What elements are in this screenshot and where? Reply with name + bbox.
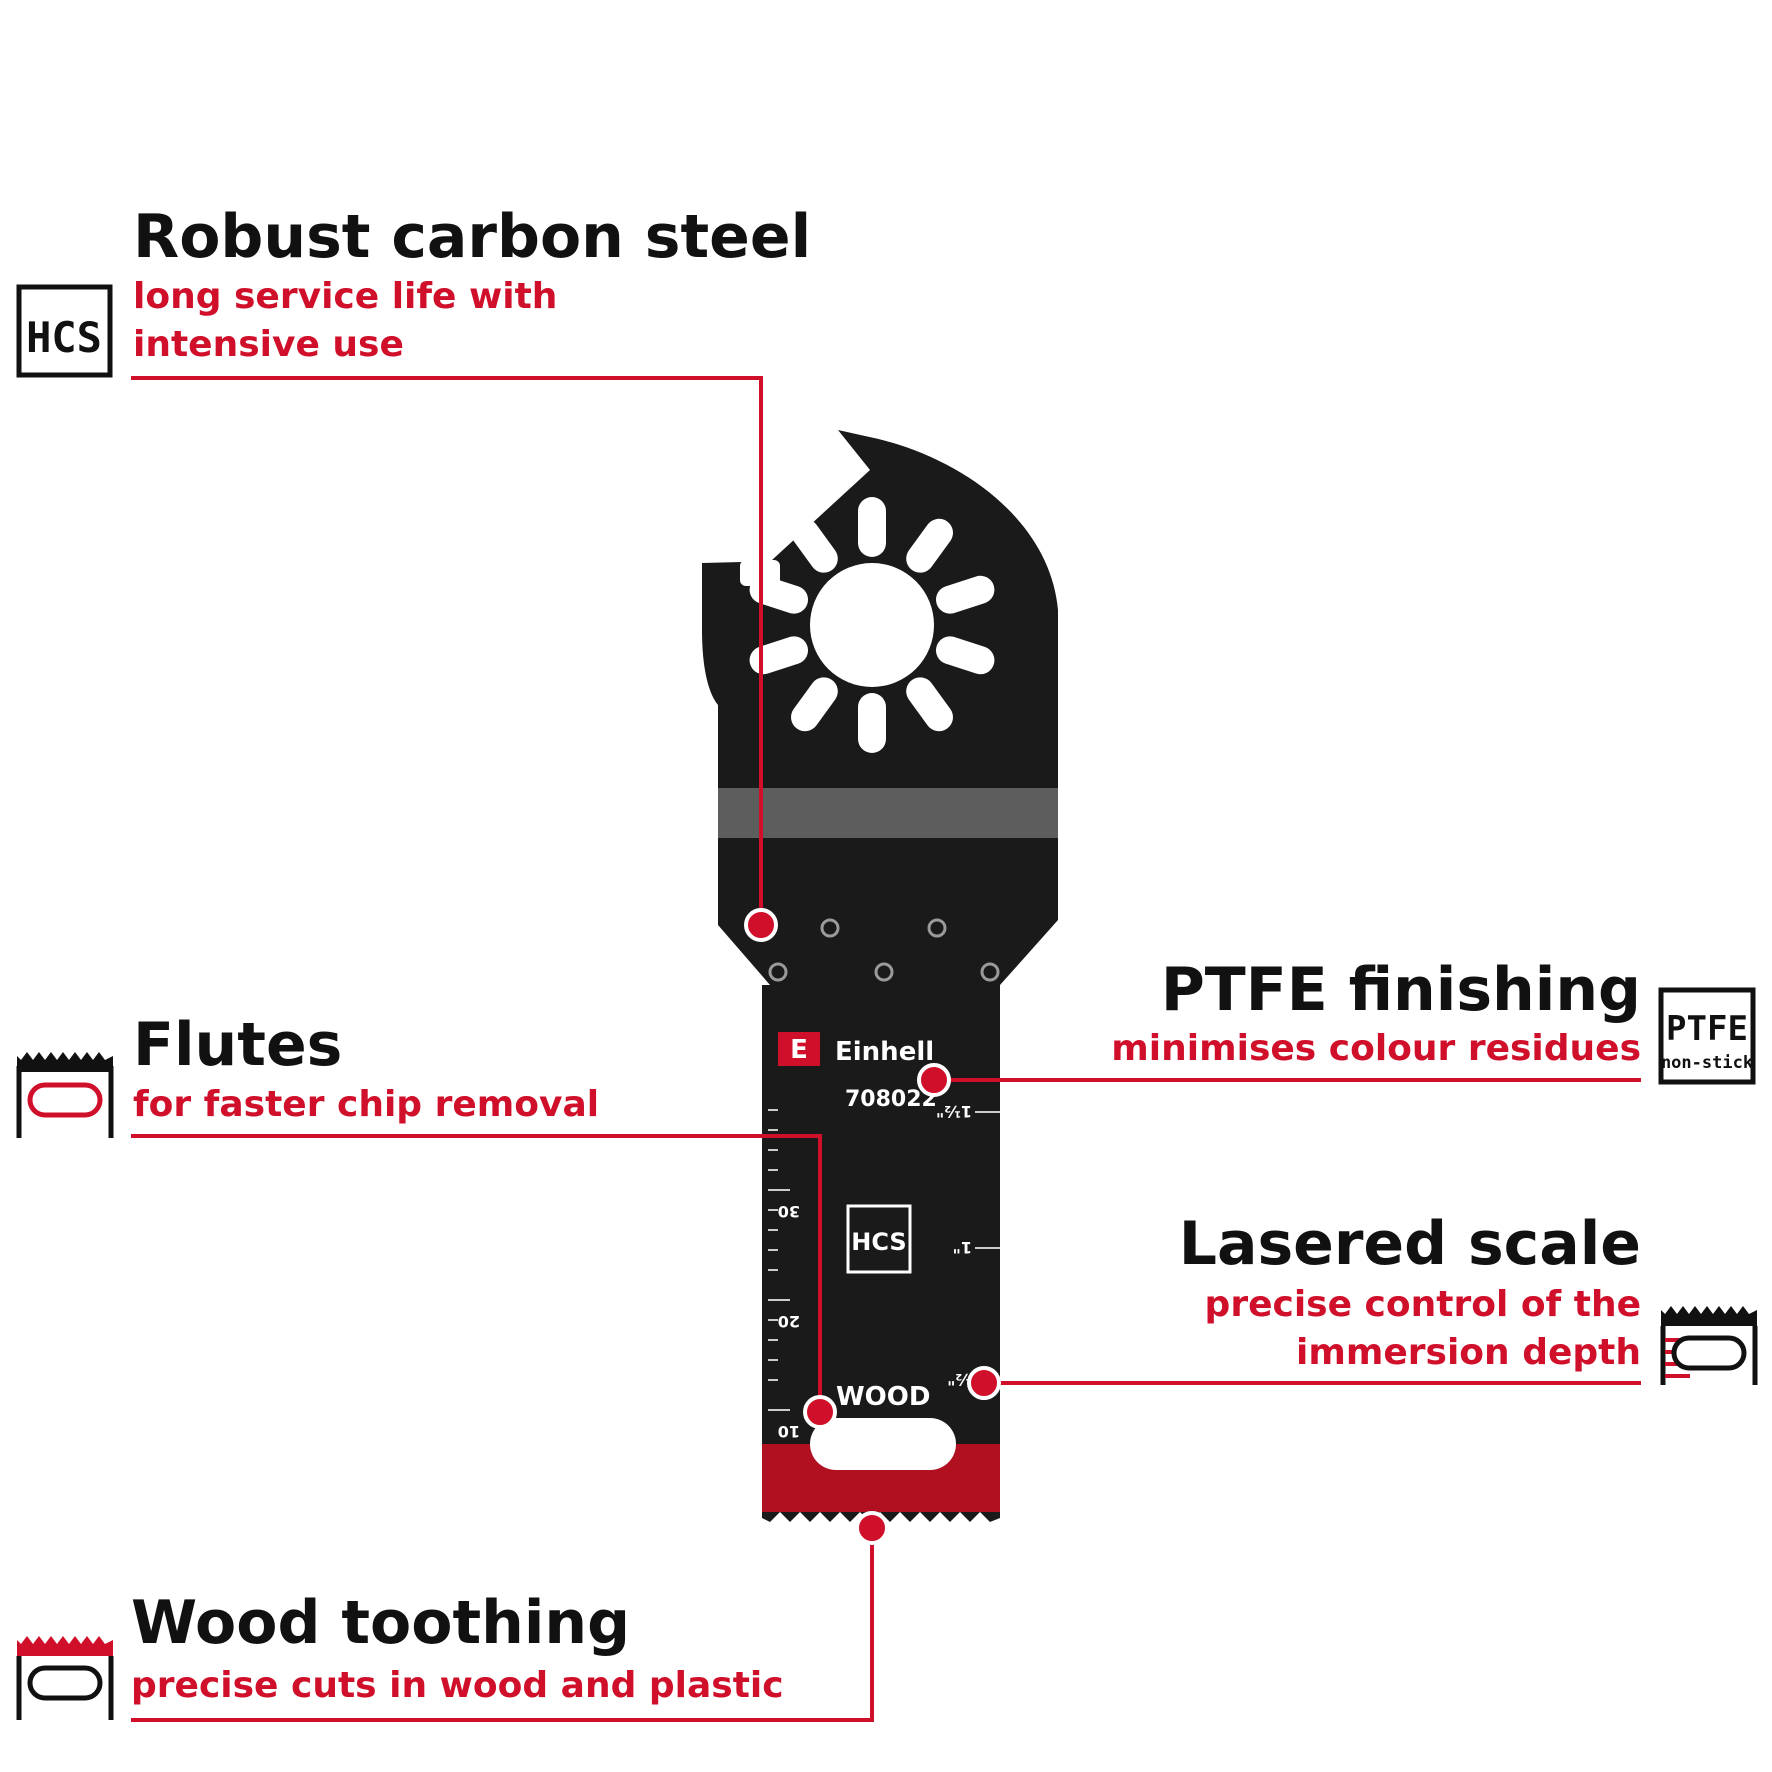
feature-scale-text-1: precise control of the <box>1205 1284 1641 1325</box>
svg-text:HCS: HCS <box>26 313 102 362</box>
lasered-scale-blade-icon <box>1660 1306 1758 1385</box>
blade-polished-band <box>718 788 1058 838</box>
blade-wood-teeth <box>762 1512 1000 1522</box>
feature-scale-text-2: immersion depth <box>1296 1332 1641 1373</box>
feature-ptfe-title: PTFE finishing <box>1161 955 1641 1025</box>
dot-steel <box>744 908 778 942</box>
inch-label-1: 1" <box>953 1238 972 1257</box>
feature-ptfe-text: minimises colour residues <box>1111 1028 1641 1069</box>
blade-rivets <box>768 918 1000 982</box>
mm-label-10: 10 <box>778 1422 800 1441</box>
dot-toothing <box>855 1511 889 1545</box>
blade-wood-label: WOOD <box>836 1382 930 1412</box>
dot-flutes <box>803 1395 837 1429</box>
leader-flutes <box>131 1134 822 1412</box>
feature-steel-text-2: intensive use <box>133 324 404 365</box>
feature-ptfe: PTFE non-stick PTFE finishing minimises … <box>1111 955 1756 1085</box>
feature-flutes: Flutes for faster chip removal <box>16 1010 599 1138</box>
mm-label-20: 20 <box>778 1312 800 1331</box>
feature-steel-title: Robust carbon steel <box>133 202 811 272</box>
svg-text:PTFE: PTFE <box>1666 1009 1748 1049</box>
dot-ptfe <box>917 1063 951 1097</box>
flutes-blade-icon <box>16 1052 114 1138</box>
feature-scale: Lasered scale precise control of the imm… <box>1179 1209 1758 1385</box>
feature-toothing: Wood toothing precise cuts in wood and p… <box>16 1588 784 1720</box>
feature-steel-text-1: long service life with <box>133 276 557 317</box>
wood-toothing-blade-icon <box>16 1636 114 1720</box>
svg-text:non-stick: non-stick <box>1661 1053 1753 1073</box>
saw-blade: E Einhell 708022 30 20 10 1½" 1" ½" HCS <box>702 430 1058 1522</box>
feature-flutes-text: for faster chip removal <box>133 1084 599 1125</box>
ptfe-badge-icon: PTFE non-stick <box>1658 987 1756 1085</box>
blade-hcs-mark: HCS <box>846 1204 912 1274</box>
leader-steel <box>131 376 763 925</box>
starlock-mount-cutout <box>740 497 995 753</box>
leader-dots <box>744 908 1001 1545</box>
leader-lines <box>131 376 1641 1722</box>
leader-toothing <box>131 1528 874 1722</box>
mm-scale <box>768 1109 790 1411</box>
einhell-logo: E Einhell <box>778 1032 934 1067</box>
svg-text:HCS: HCS <box>851 1228 906 1256</box>
blade-flute-slot <box>810 1418 956 1470</box>
feature-toothing-text: precise cuts in wood and plastic <box>131 1665 784 1706</box>
feature-scale-title: Lasered scale <box>1179 1209 1641 1279</box>
svg-text:E: E <box>790 1035 808 1065</box>
mm-label-30: 30 <box>778 1202 800 1221</box>
inch-label-1-5: 1½" <box>936 1102 972 1121</box>
inch-label-0-5: ½" <box>947 1370 972 1389</box>
feature-flutes-title: Flutes <box>133 1010 342 1080</box>
feature-steel: HCS Robust carbon steel long service lif… <box>16 202 811 378</box>
svg-text:Einhell: Einhell <box>835 1037 934 1067</box>
feature-toothing-title: Wood toothing <box>131 1588 630 1658</box>
hcs-badge-icon: HCS <box>16 284 113 378</box>
dot-scale <box>967 1366 1001 1400</box>
